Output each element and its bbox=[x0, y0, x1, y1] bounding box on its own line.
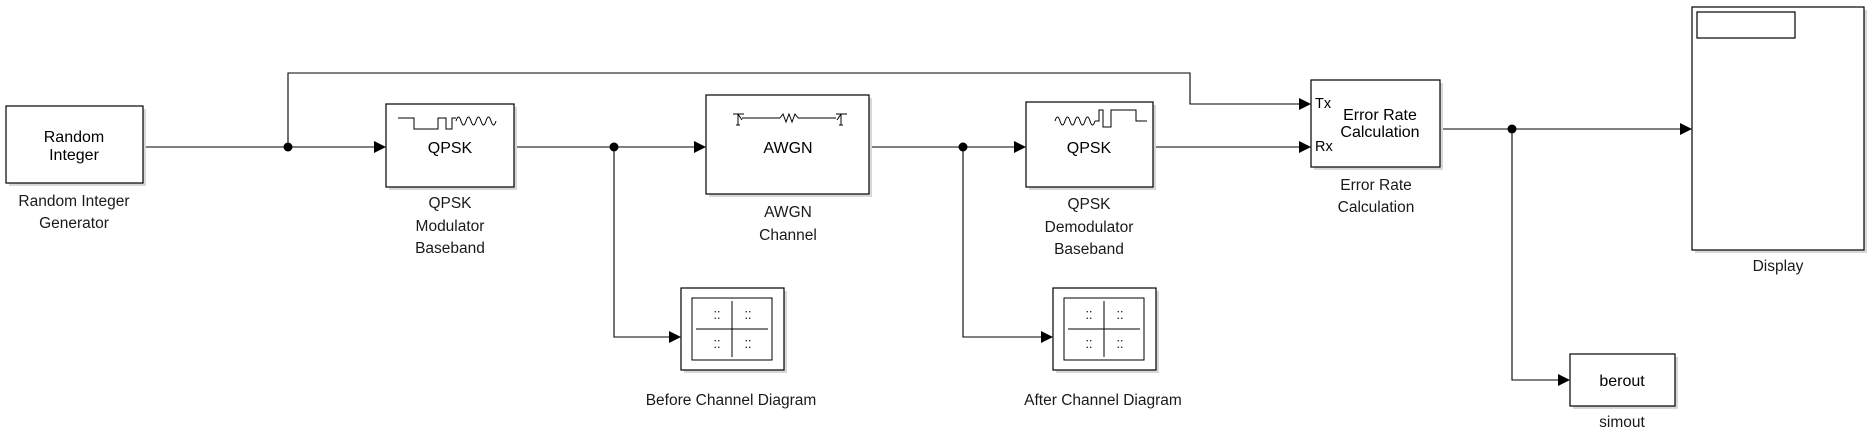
arrow-qpskdemod-in bbox=[1014, 141, 1026, 153]
wire-branch-to-after[interactable] bbox=[962, 147, 1044, 338]
qpsk-modulator-caption-line3: Baseband bbox=[415, 240, 485, 257]
before-channel-diagram-block[interactable]: ⁚⁚ ⁚⁚ ⁚⁚ ⁚⁚ Before Channel Diagram bbox=[646, 287, 817, 409]
random-integer-inner-line1: Random bbox=[44, 129, 104, 146]
constellation-icon: ⁚⁚ ⁚⁚ ⁚⁚ ⁚⁚ bbox=[691, 297, 773, 361]
arrow-simout-in bbox=[1558, 374, 1570, 386]
qpsk-modulator-caption-line2: Modulator bbox=[416, 218, 485, 235]
arrow-tx-in bbox=[1299, 98, 1311, 110]
qpsk-demodulator-caption-line2: Demodulator bbox=[1045, 219, 1134, 236]
simout-caption: simout bbox=[1599, 414, 1645, 431]
display-box[interactable] bbox=[1691, 6, 1865, 251]
svg-text:⁚⁚: ⁚⁚ bbox=[745, 339, 752, 351]
random-integer-caption-line1: Random Integer bbox=[18, 193, 129, 210]
before-channel-caption: Before Channel Diagram bbox=[646, 392, 817, 409]
display-block[interactable]: Display bbox=[1691, 6, 1867, 275]
constellation-icon: ⁚⁚ ⁚⁚ ⁚⁚ ⁚⁚ bbox=[1063, 297, 1145, 361]
simout-block[interactable]: berout simout bbox=[1569, 353, 1678, 431]
random-integer-inner-line2: Integer bbox=[49, 147, 99, 164]
awgn-caption-line2: Channel bbox=[759, 227, 817, 244]
qpsk-demodulator-box[interactable] bbox=[1025, 101, 1154, 188]
wire-branch-to-tx[interactable] bbox=[287, 72, 1302, 147]
qpsk-demodulator-caption-line3: Baseband bbox=[1054, 241, 1124, 258]
error-rate-inner-line2: Calculation bbox=[1340, 124, 1419, 141]
wire-branch-to-before[interactable] bbox=[613, 147, 672, 338]
qpsk-modulator-inner: QPSK bbox=[428, 140, 473, 157]
tx-port-label: Tx bbox=[1315, 96, 1332, 112]
qpsk-modulator-block[interactable]: QPSK QPSK Modulator Baseband bbox=[385, 103, 517, 257]
wire-branch-to-simout[interactable] bbox=[1511, 129, 1561, 381]
branch-point-1 bbox=[283, 142, 293, 152]
error-rate-calculation-block[interactable]: Tx Rx Error Rate Calculation Error Rate … bbox=[1310, 79, 1443, 216]
svg-text:⁚⁚: ⁚⁚ bbox=[1117, 310, 1124, 322]
arrow-rx-in bbox=[1299, 141, 1311, 153]
svg-text:⁚⁚: ⁚⁚ bbox=[745, 310, 752, 322]
arrow-qpskmod-in bbox=[374, 141, 386, 153]
after-channel-diagram-block[interactable]: ⁚⁚ ⁚⁚ ⁚⁚ ⁚⁚ After Channel Diagram bbox=[1024, 287, 1182, 409]
after-channel-caption: After Channel Diagram bbox=[1024, 392, 1182, 409]
svg-text:⁚⁚: ⁚⁚ bbox=[714, 339, 721, 351]
awgn-caption-line1: AWGN bbox=[764, 204, 812, 221]
arrow-after-in bbox=[1041, 331, 1053, 343]
simout-inner: berout bbox=[1599, 373, 1645, 390]
branch-point-4 bbox=[1507, 124, 1517, 134]
arrow-display-in bbox=[1680, 123, 1692, 135]
error-rate-inner-line1: Error Rate bbox=[1343, 107, 1417, 124]
signal-lines bbox=[145, 72, 1692, 386]
display-caption: Display bbox=[1753, 258, 1804, 275]
display-value-field bbox=[1696, 11, 1796, 39]
branch-point-2 bbox=[609, 142, 619, 152]
arrow-before-in bbox=[669, 331, 681, 343]
svg-text:⁚⁚: ⁚⁚ bbox=[1086, 339, 1093, 351]
qpsk-demodulator-inner: QPSK bbox=[1067, 140, 1112, 157]
random-integer-generator-block[interactable]: Random Integer Random Integer Generator bbox=[5, 105, 146, 232]
svg-text:⁚⁚: ⁚⁚ bbox=[1086, 310, 1093, 322]
qpsk-demodulator-block[interactable]: QPSK QPSK Demodulator Baseband bbox=[1025, 101, 1156, 258]
awgn-channel-block[interactable]: AWGN AWGN Channel bbox=[705, 94, 872, 244]
square-to-sine-wave-icon bbox=[398, 116, 497, 130]
random-integer-caption-line2: Generator bbox=[39, 215, 109, 232]
svg-text:⁚⁚: ⁚⁚ bbox=[1117, 339, 1124, 351]
qpsk-modulator-caption-line1: QPSK bbox=[428, 195, 472, 212]
sine-to-square-wave-icon bbox=[1054, 109, 1147, 128]
qpsk-demodulator-caption-line1: QPSK bbox=[1067, 196, 1111, 213]
branch-point-3 bbox=[958, 142, 968, 152]
rx-port-label: Rx bbox=[1315, 139, 1333, 155]
svg-text:⁚⁚: ⁚⁚ bbox=[714, 310, 721, 322]
awgn-inner: AWGN bbox=[763, 140, 812, 157]
simout-box[interactable] bbox=[1569, 353, 1676, 407]
awgn-channel-box[interactable] bbox=[705, 94, 870, 195]
error-rate-box[interactable] bbox=[1310, 79, 1441, 168]
arrow-awgn-in bbox=[694, 141, 706, 153]
channel-noise-icon bbox=[733, 112, 847, 126]
error-rate-caption-line2: Calculation bbox=[1338, 199, 1415, 216]
error-rate-caption-line1: Error Rate bbox=[1340, 177, 1412, 194]
random-integer-box[interactable] bbox=[5, 105, 144, 184]
